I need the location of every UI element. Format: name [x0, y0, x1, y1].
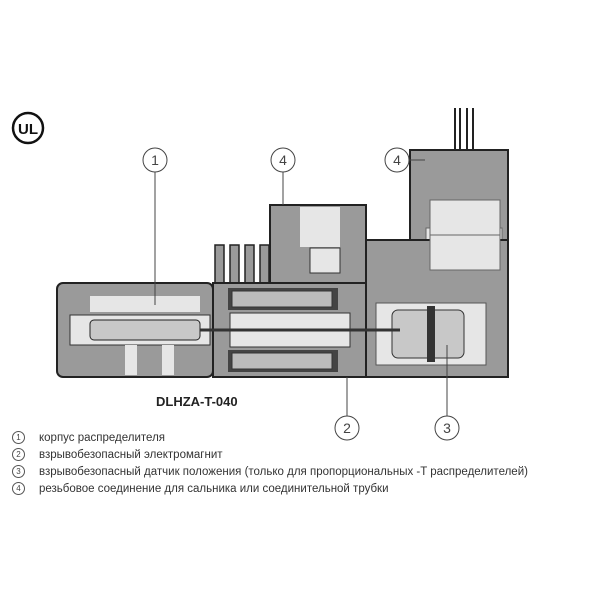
legend-item: 3 взрывобезопасный датчик положения (толь… [12, 463, 528, 480]
callouts [142, 147, 460, 441]
callout-2: 2 [343, 420, 351, 436]
legend-item: 4 резьбовое соединение для сальника или с… [12, 480, 528, 497]
legend-text: взрывобезопасный электромагнит [39, 448, 223, 461]
terminal-block [309, 247, 341, 274]
callout-3: 3 [443, 420, 451, 436]
pilot-channel [90, 296, 200, 312]
callout-4b: 4 [393, 152, 401, 168]
legend-number: 1 [12, 431, 25, 444]
legend: 1 корпус распределителя 2 взрывобезопасный… [12, 429, 528, 497]
callout-4a: 4 [279, 152, 287, 168]
sensor-ring [427, 306, 435, 362]
terminal-cavity [300, 207, 340, 247]
legend-text: взрывобезопасный датчик положения (тольк… [39, 465, 528, 478]
cooling-fins [214, 244, 270, 286]
legend-text: резьбовое соединение для сальника или со… [39, 482, 389, 495]
legend-item: 1 корпус распределителя [12, 429, 528, 446]
ul-logo: UL [11, 111, 45, 145]
legend-item: 2 взрывобезопасный электромагнит [12, 446, 528, 463]
legend-text: корпус распределителя [39, 431, 166, 444]
legend-number: 3 [12, 465, 25, 478]
svg-text:UL: UL [18, 121, 38, 138]
legend-number: 4 [12, 482, 25, 495]
legend-number: 2 [12, 448, 25, 461]
model-title: DLHZA-T-040 [156, 394, 238, 409]
spool [89, 319, 201, 341]
callout-1: 1 [151, 152, 159, 168]
